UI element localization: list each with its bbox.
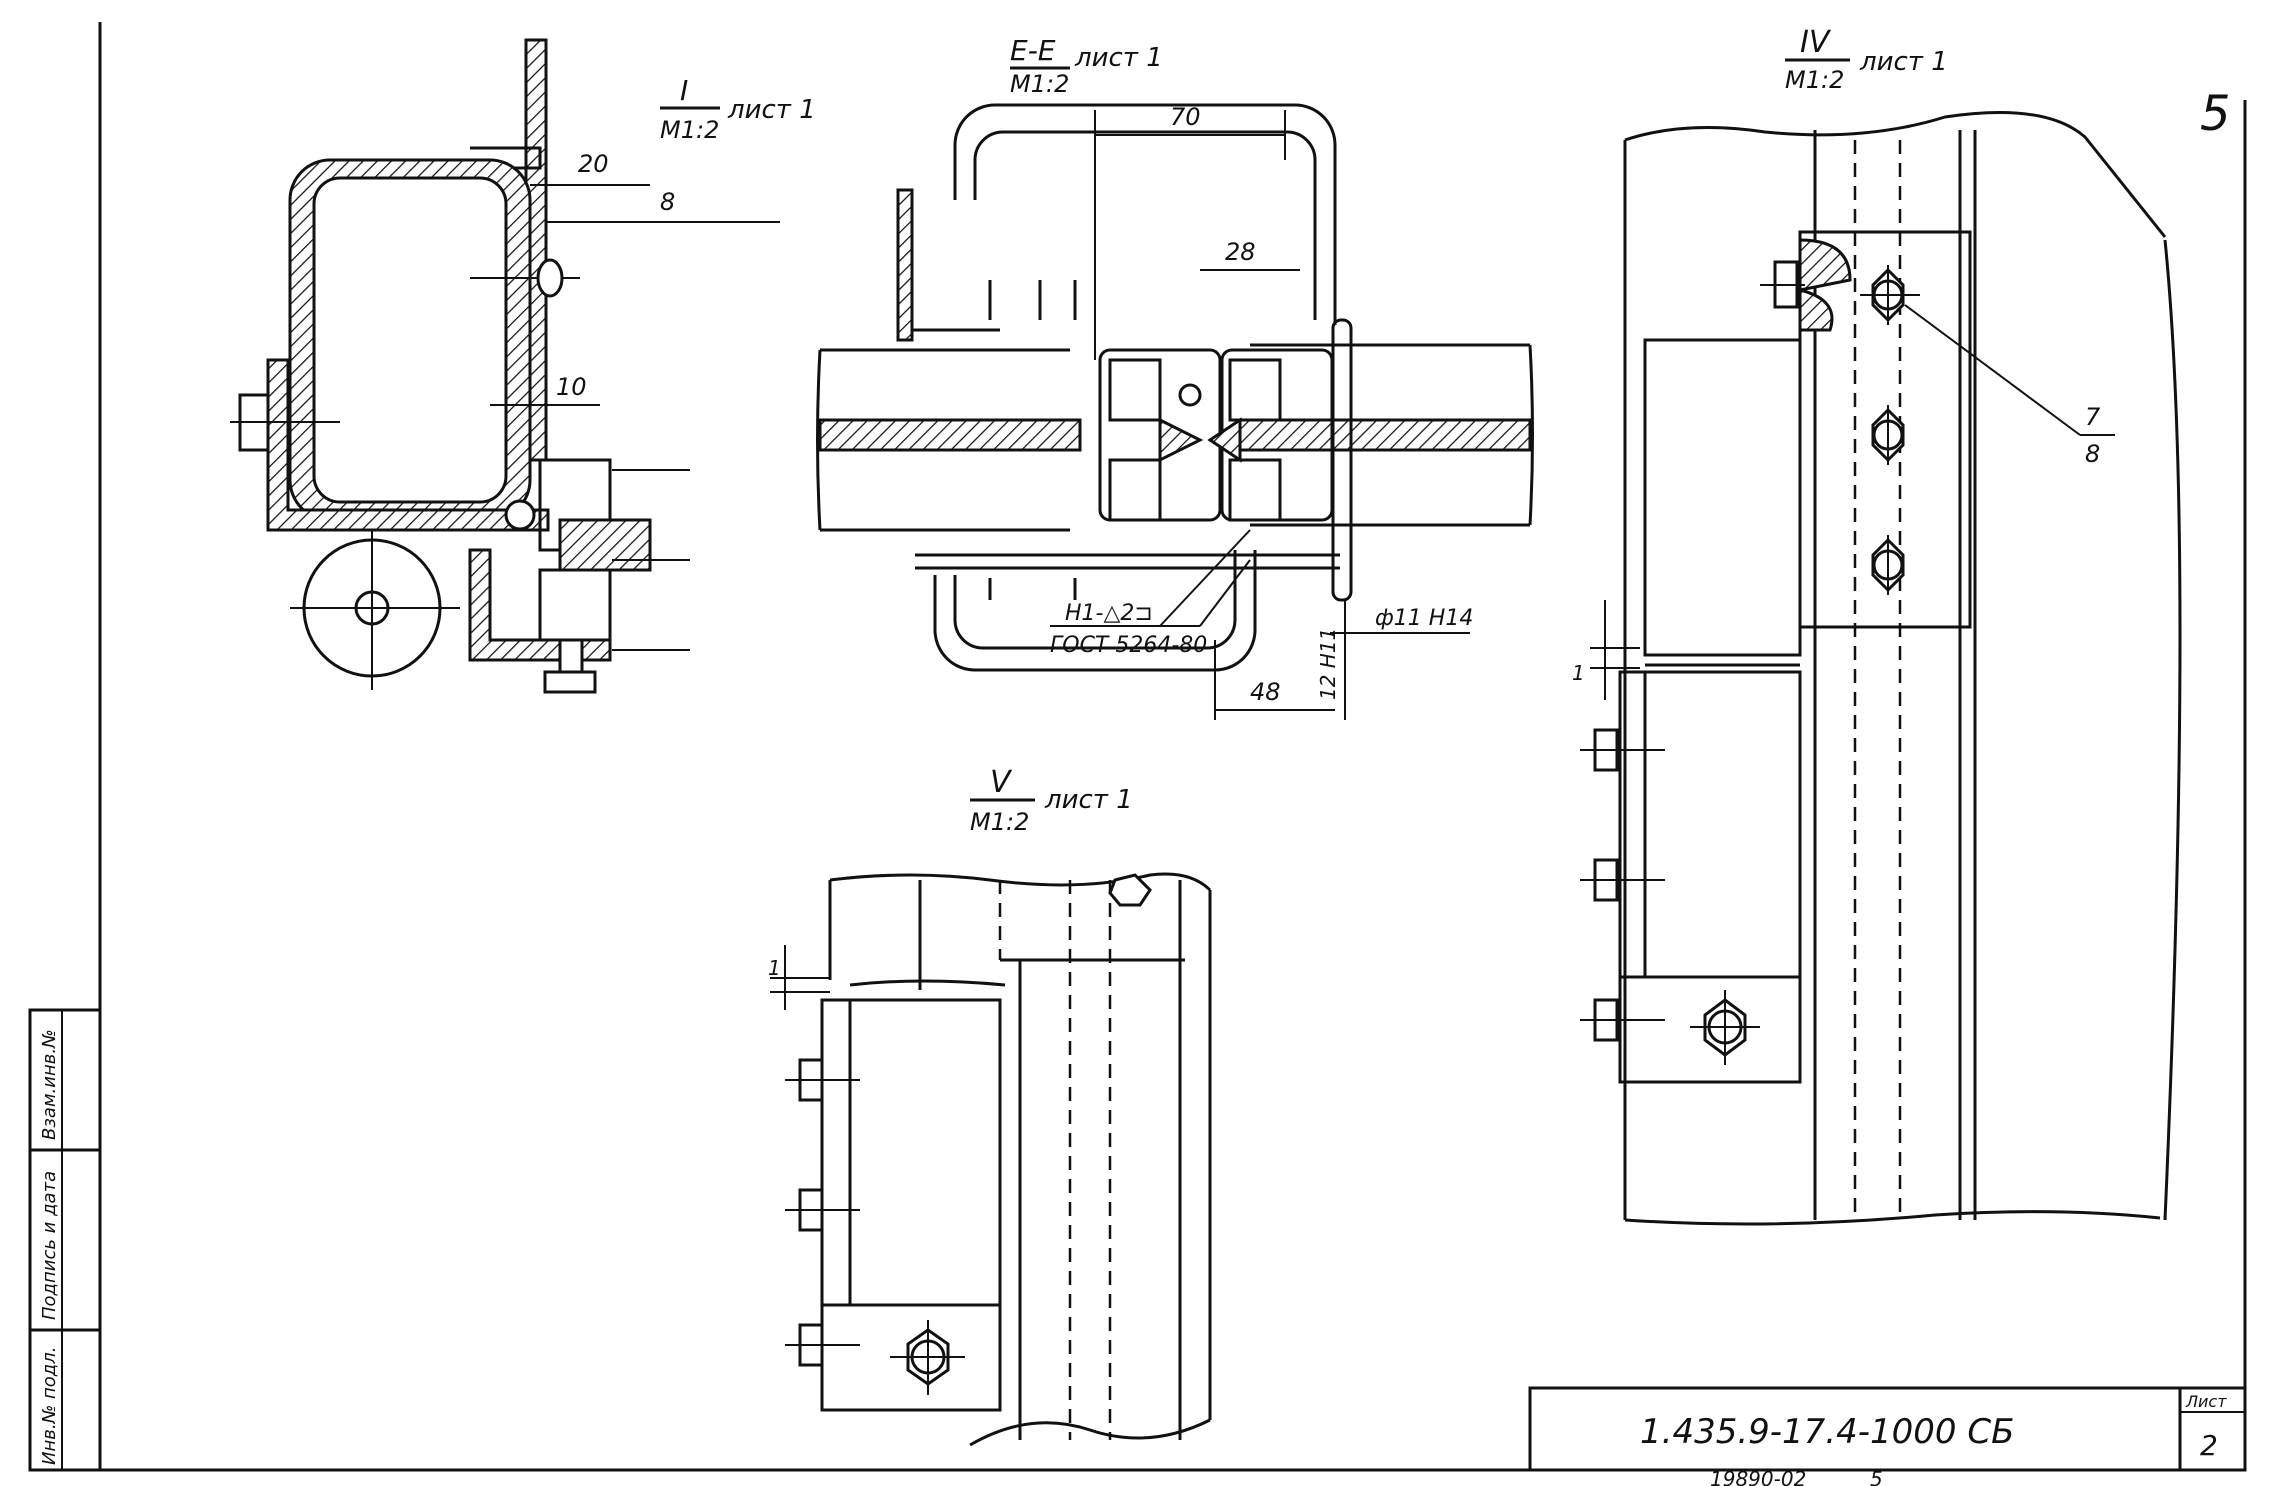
view-ee-sheet-ref: лист 1 [1074, 43, 1163, 73]
view-i-sheet-ref: лист 1 [727, 95, 816, 125]
archive-number: 19890-02 [1710, 1467, 1806, 1486]
view-iv-gap-dim: 1 [1572, 661, 1585, 685]
view-ee-weld-std: ГОСТ 5264-80 [1050, 633, 1207, 658]
sheet-label: Лист [2185, 1392, 2227, 1411]
view-ee-weld-note: Н1-△2⊐ [1065, 601, 1153, 626]
view-ee-dim-70: 70 [1170, 103, 1201, 131]
view-iv-leader-top: 7 [2085, 403, 2101, 431]
view-iv-side-bolts [1580, 728, 1665, 1042]
view-i-dim-20: 20 [578, 150, 609, 178]
view-v-sheet-ref: лист 1 [1044, 785, 1133, 815]
view-iv-label: IV [1800, 25, 1832, 60]
view-i-dim-8: 8 [660, 188, 675, 216]
view-v-side-bolts [785, 1058, 860, 1367]
stamp-signature: Подпись и дата [39, 1171, 60, 1320]
view-v-gap-dim: 1 [768, 956, 781, 980]
view-v-scale: М1:2 [970, 808, 1029, 836]
page-number: 5 [2200, 86, 2231, 142]
view-iv-sheet-ref: лист 1 [1859, 47, 1948, 77]
view-iv: IV лист 1 М1:2 [1572, 25, 2182, 1226]
view-i-dim-10: 10 [556, 373, 587, 401]
drawing-designation: 1.435.9-17.4-1000 СБ [1640, 1412, 2014, 1452]
view-i-label: I [680, 74, 688, 107]
view-ee-label: Е-Е [1010, 34, 1056, 67]
archive-suffix: 5 [1870, 1467, 1883, 1486]
view-iv-top-bolts [1860, 265, 1920, 595]
view-ee-dim-f11h14: ф11 Н14 [1375, 606, 1473, 631]
view-ee-dim-48: 48 [1250, 678, 1281, 706]
view-ee-dim-28: 28 [1225, 238, 1256, 266]
stamp-replace-inv: Взам.инв.№ [39, 1029, 60, 1140]
view-v-label: V [990, 765, 1013, 800]
view-i: I лист 1 М1:2 20 [230, 38, 816, 694]
view-iv-leader-bottom: 8 [2085, 440, 2100, 468]
stamp-inv-no: Инв.№ подл. [39, 1347, 60, 1465]
view-e-e: Е-Е лист 1 М1:2 [816, 34, 1534, 720]
title-block: 1.435.9-17.4-1000 СБ Лист 2 19890-02 5 [1528, 1386, 2247, 1486]
view-i-scale: М1:2 [660, 116, 719, 144]
view-v: V лист 1 М1:2 1 [768, 765, 1212, 1447]
view-iv-scale: М1:2 [1785, 66, 1844, 94]
side-stamp: Инв.№ подл. Подпись и дата Взам.инв.№ [28, 1008, 102, 1472]
sheet-number: 2 [2200, 1429, 2218, 1462]
view-ee-scale: М1:2 [1010, 70, 1069, 98]
view-ee-dim-12h11: 12 H11 [1316, 628, 1340, 700]
